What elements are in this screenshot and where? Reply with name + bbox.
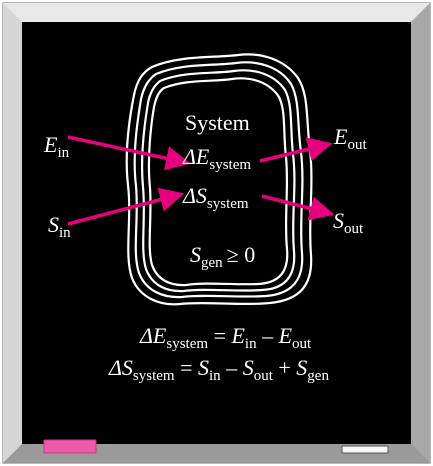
frame-top-bevel (3, 3, 430, 22)
frame-right-bevel (411, 3, 430, 463)
chalk-stick (342, 446, 388, 453)
eraser (44, 440, 96, 453)
frame-left-bevel (3, 3, 22, 463)
system-label: System (185, 110, 250, 135)
energy-balance-equation: ΔEsystem = Ein – Eout (139, 323, 312, 352)
